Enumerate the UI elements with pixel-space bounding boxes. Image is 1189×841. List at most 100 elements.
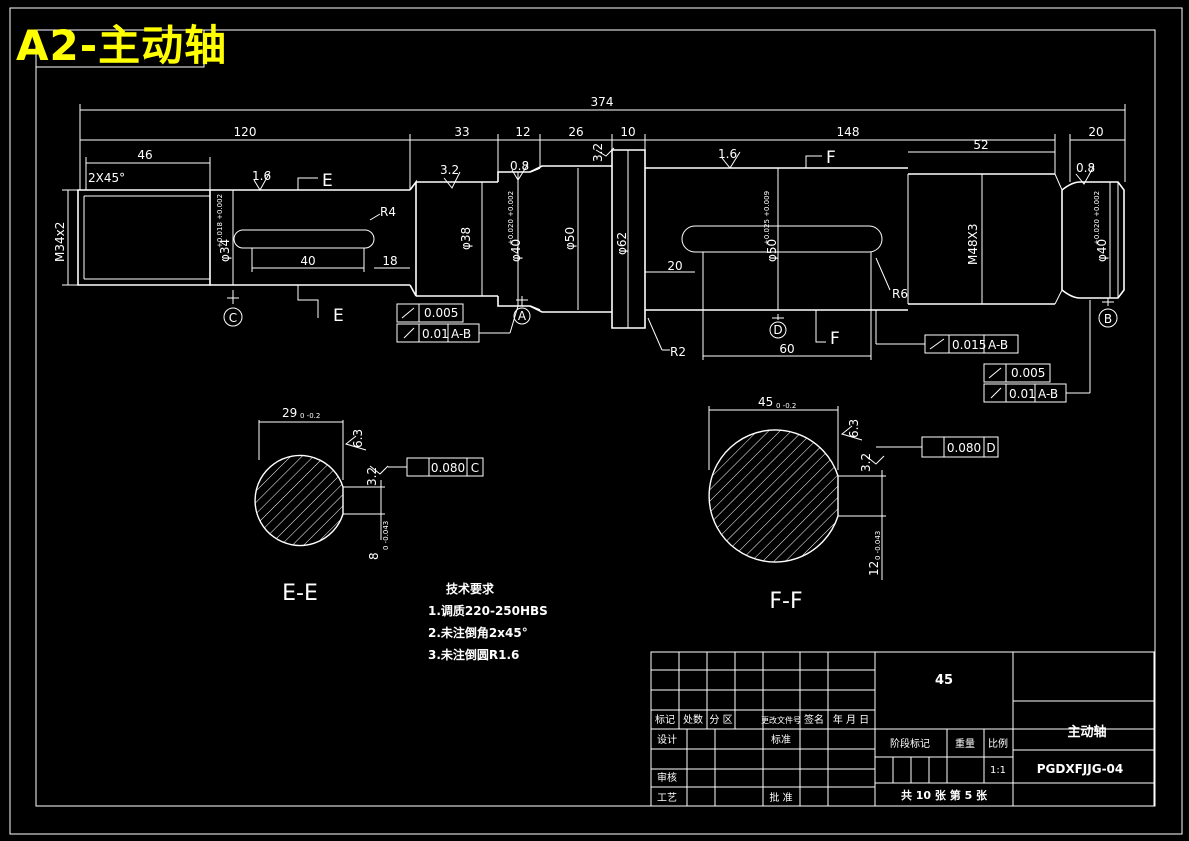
ff-width-tol: 0 -0.2: [776, 402, 796, 410]
dim-52: 52: [973, 138, 988, 152]
ff-roughness-6-3: 6.3: [847, 419, 861, 438]
outer-frame: [9, 7, 1183, 835]
cut-f-top: F: [826, 148, 836, 168]
ee-roughness-6-3: 6.3: [351, 429, 365, 448]
datum-symbols: [223, 290, 1118, 339]
tol-mid-runout: 0.015: [952, 338, 986, 352]
ff-label: F-F: [769, 589, 802, 614]
tb-approve: 批 准: [769, 791, 792, 804]
ee-width-tol: 0 -0.2: [300, 412, 320, 420]
tb-design: 设计: [657, 733, 677, 746]
roughness-3-2-left: 3.2: [440, 163, 459, 177]
dia-40-right: φ40: [1095, 239, 1109, 262]
tol-34: +0.018 +0.002: [216, 194, 224, 248]
inner-frame: [35, 29, 1156, 807]
diameter-dim-lines: [62, 150, 1111, 328]
dim-374: 374: [591, 95, 614, 109]
roughness-0-8-right: 0.8: [1076, 161, 1095, 175]
tolerance-frames: [396, 300, 1091, 403]
dim-12: 12: [515, 125, 530, 139]
title-label-box: [35, 29, 205, 68]
dim-148: 148: [837, 125, 860, 139]
ee-sym-ref: C: [471, 461, 479, 475]
tb-row-header-4: 签名: [804, 713, 824, 726]
tol-left-ref: A-B: [451, 327, 471, 341]
shaft-outline: [77, 149, 1125, 329]
dim-key2-len: 60: [779, 342, 794, 356]
tol-left-runout: 0.01: [422, 327, 449, 341]
section-ff: 45 0 -0.2 6.3 3.2 12 0 -0.043 0.080 D F-…: [708, 395, 999, 614]
radius-r4: R4: [380, 205, 396, 219]
dia-50: φ50: [563, 227, 577, 250]
roughness-0-8-left: 0.8: [510, 159, 529, 173]
dia-62: φ62: [615, 232, 629, 255]
tol-right-flatness: 0.005: [1011, 366, 1045, 380]
tb-sheets: 共 10 张 第 5 张: [901, 788, 988, 802]
ee-width: 29: [282, 406, 297, 420]
tb-process: 工艺: [657, 792, 677, 804]
ff-width: 45: [758, 395, 773, 409]
roughness-1-6-left: 1.6: [252, 169, 271, 183]
tb-row-header-5: 年 月 日: [833, 713, 869, 726]
dia-38: φ38: [459, 227, 473, 250]
roughness-1-6-mid: 1.6: [718, 147, 737, 161]
tb-row-header-2: 分 区: [709, 714, 732, 726]
section-ee: 29 0 -0.2 6.3 3.2 8 0 -0.043 0.080 C E-E: [254, 406, 484, 606]
dia-34: φ34: [218, 239, 232, 262]
ff-sym-ref: D: [986, 441, 995, 455]
thread-m34: M34x2: [53, 222, 67, 262]
tb-review: 审核: [657, 771, 677, 784]
radius-r2: R2: [670, 345, 686, 359]
ee-key-depth: 8: [367, 552, 381, 560]
tb-standardize: 标准: [771, 734, 791, 746]
ee-label: E-E: [282, 581, 318, 606]
tol-40: +0.020 +0.002: [507, 191, 515, 245]
datum-c: C: [229, 311, 237, 325]
roughness-symbols: [253, 147, 1095, 191]
dim-key2-off: 20: [667, 259, 682, 273]
cut-e-bottom: E: [333, 306, 344, 326]
dim-33: 33: [454, 125, 469, 139]
tb-material: 45: [935, 673, 953, 688]
tb-row-header-3: 更改文件号: [761, 715, 801, 725]
cut-f-bottom: F: [830, 329, 840, 349]
tb-weight-label: 重量: [955, 737, 975, 750]
ff-key-tol: 0 -0.043: [874, 531, 882, 560]
tech-note-2: 2.未注倒角2x45°: [428, 625, 528, 640]
datum-b: B: [1104, 312, 1112, 326]
ee-sym-value: 0.080: [431, 461, 465, 475]
ff-sym-value: 0.080: [947, 441, 981, 455]
cut-e-top: E: [322, 171, 333, 191]
tol-mid-ref: A-B: [988, 338, 1008, 352]
datum-a: A: [518, 309, 527, 323]
ff-key-depth: 12: [867, 561, 881, 576]
dim-120: 120: [234, 125, 257, 139]
dim-key1-len: 40: [300, 254, 315, 268]
ff-roughness-3-2: 3.2: [859, 453, 873, 472]
tb-scale-label: 比例: [988, 737, 1008, 750]
tb-stage-label: 阶段标记: [890, 737, 930, 750]
tech-note-3: 3.未注倒圆R1.6: [428, 647, 519, 662]
tb-row-header-1: 处数: [683, 713, 703, 726]
tb-part-name: 主动轴: [1067, 724, 1106, 740]
tol-left-flatness: 0.005: [424, 306, 458, 320]
top-dimensions: [79, 104, 1126, 190]
keyway-dim-lines: [251, 213, 891, 360]
tb-row-header-0: 标记: [655, 714, 675, 726]
datum-d: D: [773, 323, 782, 337]
tech-note-1: 1.调质220-250HBS: [428, 603, 548, 618]
ee-key-tol: 0 -0.043: [382, 521, 390, 550]
dim-20: 20: [1088, 125, 1103, 139]
title-block-grid: [650, 651, 1155, 807]
dim-10: 10: [620, 125, 635, 139]
tol-50: +0.025 +0.009: [763, 191, 771, 245]
tb-scale: 1:1: [990, 765, 1006, 776]
tb-drawing-no: PGDXFJJG-04: [1037, 762, 1124, 776]
roughness-3-2-collar: 3.2: [591, 143, 605, 162]
tol-40-right: +0.020 +0.002: [1093, 191, 1101, 245]
dim-key1-off: 18: [382, 254, 397, 268]
sheet-title: A2-主动轴: [16, 21, 228, 70]
radius-r6: R6: [892, 287, 908, 301]
chamfer-label: 2X45°: [88, 171, 125, 185]
